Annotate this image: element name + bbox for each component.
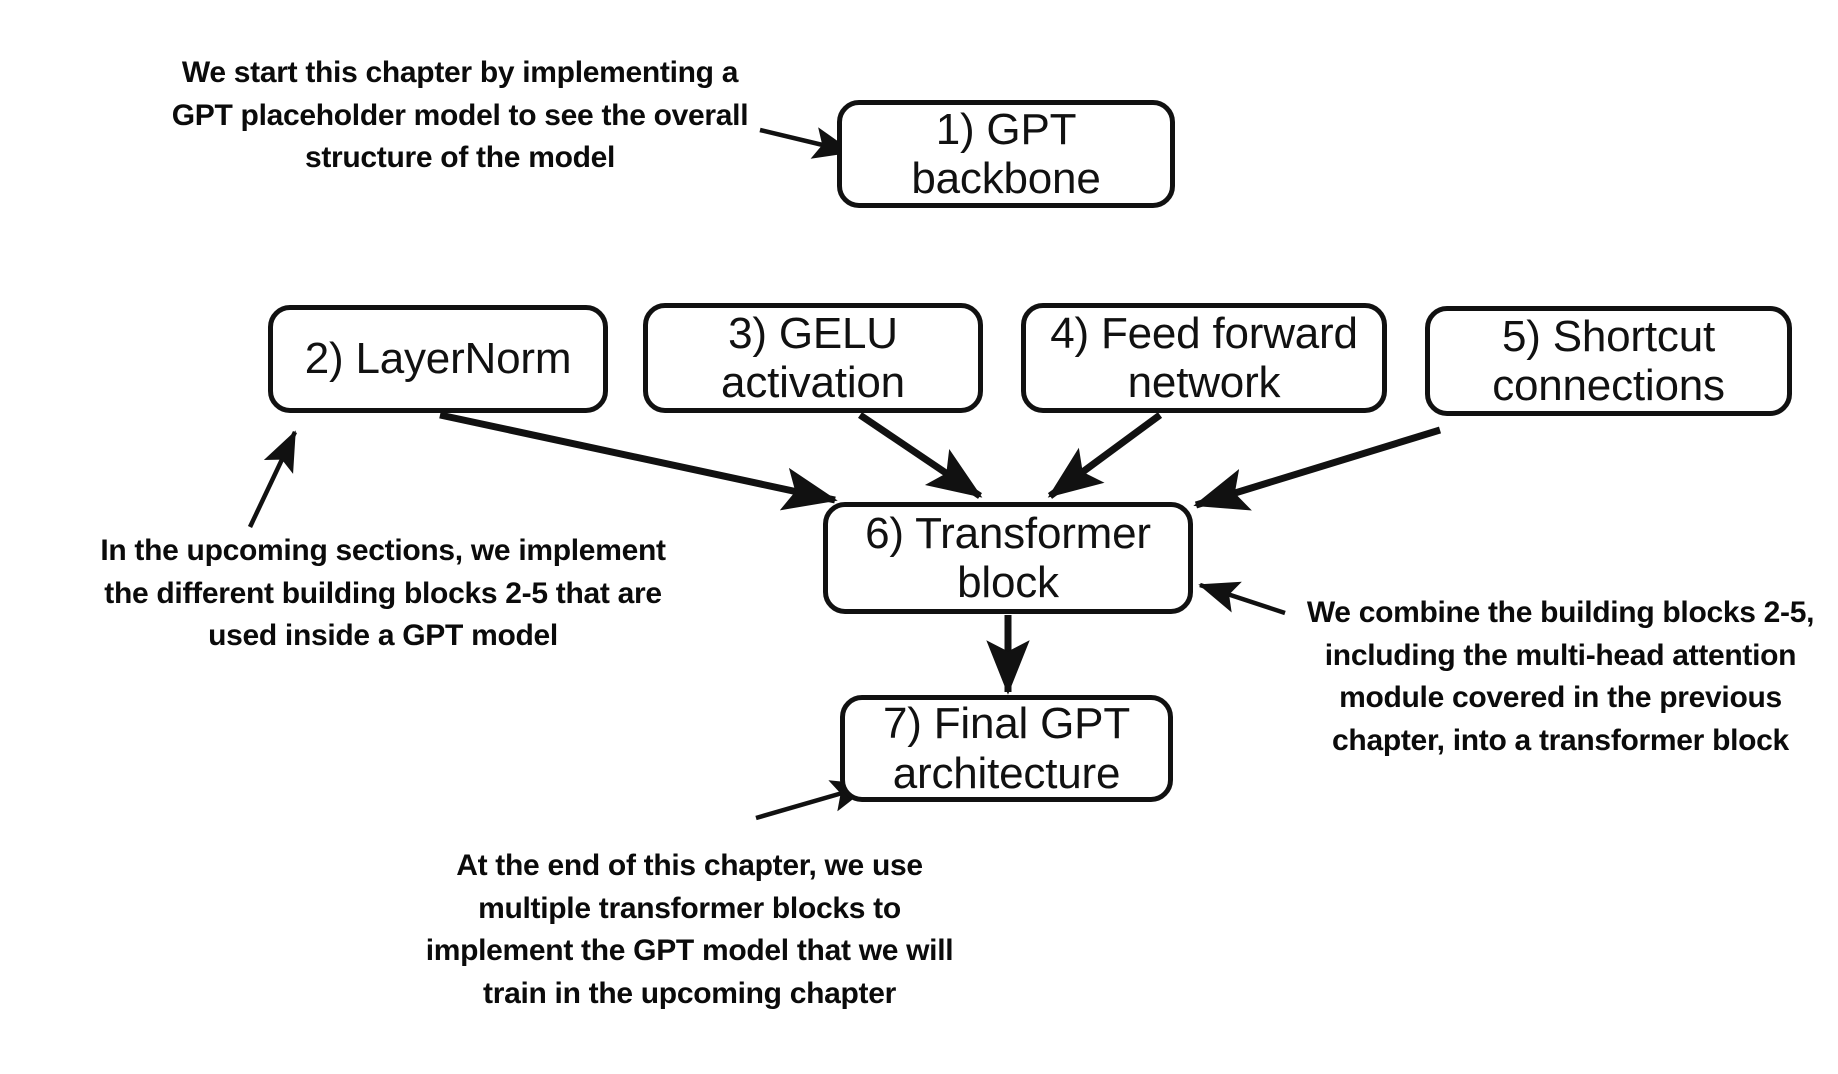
edge-note-right-to-transformer	[1198, 581, 1286, 616]
edge-layernorm-to-transformer	[439, 411, 838, 511]
edge-feedforward-to-transformer	[1047, 412, 1163, 499]
node-final-gpt-architecture[interactable]: 7) Final GPT architecture	[840, 695, 1173, 802]
annotation-bottom: At the end of this chapter, we use multi…	[425, 849, 954, 1010]
edge-gelu-to-transformer	[858, 412, 983, 499]
edge-shortcut-to-transformer	[1193, 426, 1442, 511]
node-shortcut-connections[interactable]: 5) Shortcut connections	[1425, 306, 1792, 416]
edge-note-top-to-gpt-backbone	[759, 127, 854, 159]
edge-note-left-to-layernorm	[247, 430, 298, 528]
annotation-top-left: We start this chapter by implementing a …	[171, 56, 749, 175]
node-feed-forward[interactable]: 4) Feed forward network	[1021, 303, 1387, 413]
node-transformer-block[interactable]: 6) Transformer block	[823, 502, 1193, 614]
node-gelu-activation[interactable]: 3) GELU activation	[643, 303, 983, 413]
annotation-left: In the upcoming sections, we implement t…	[100, 534, 666, 653]
annotation-right: We combine the building blocks 2-5, incl…	[1306, 596, 1815, 757]
node-layernorm[interactable]: 2) LayerNorm	[268, 305, 608, 413]
node-gpt-backbone[interactable]: 1) GPT backbone	[837, 100, 1175, 208]
